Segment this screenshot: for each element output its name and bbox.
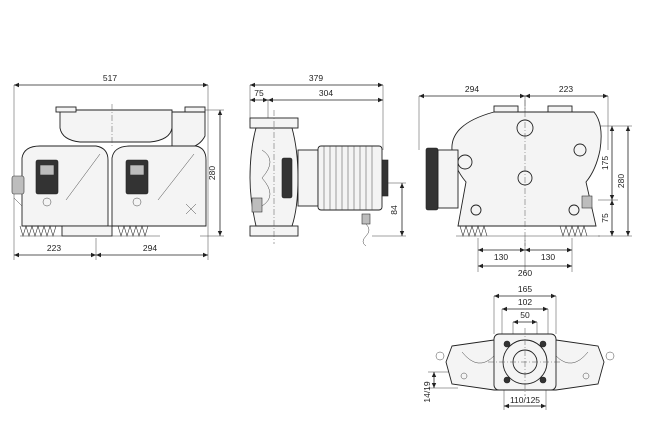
dim-side-flange-offset: 75 (254, 88, 264, 98)
dim-rear-upper-height: 175 (600, 156, 610, 170)
dim-rear-lower-height: 75 (600, 213, 610, 223)
dim-top-bolt-holes: 14/19 (422, 381, 432, 403)
side-view (249, 82, 406, 247)
dim-rear-right-foot: 130 (541, 252, 555, 262)
dim-side-motor-length: 304 (319, 88, 333, 98)
dimension-labels: 517 223 294 280 379 75 304 84 294 223 17… (47, 73, 626, 405)
rear-view (418, 93, 632, 272)
dim-rear-foot-spacing: 260 (518, 268, 532, 278)
dim-rear-left-foot: 130 (494, 252, 508, 262)
dim-rear-right-width: 223 (559, 84, 573, 94)
dim-top-flange-outer: 165 (518, 284, 532, 294)
dim-front-left-offset: 223 (47, 243, 61, 253)
dim-top-bolt-circle: 102 (518, 297, 532, 307)
dim-top-bore: 50 (520, 310, 530, 320)
dim-front-overall-width: 517 (103, 73, 117, 83)
dim-rear-overall-height: 280 (616, 174, 626, 188)
dim-rear-left-width: 294 (465, 84, 479, 94)
dim-side-overall-length: 379 (309, 73, 323, 83)
dim-front-right-offset: 294 (143, 243, 157, 253)
top-view (428, 293, 615, 410)
dim-side-shaft-height: 84 (389, 205, 399, 215)
dim-front-height: 280 (207, 166, 217, 180)
front-view (11, 82, 224, 260)
dim-top-foot-holes: 110/125 (510, 395, 540, 405)
